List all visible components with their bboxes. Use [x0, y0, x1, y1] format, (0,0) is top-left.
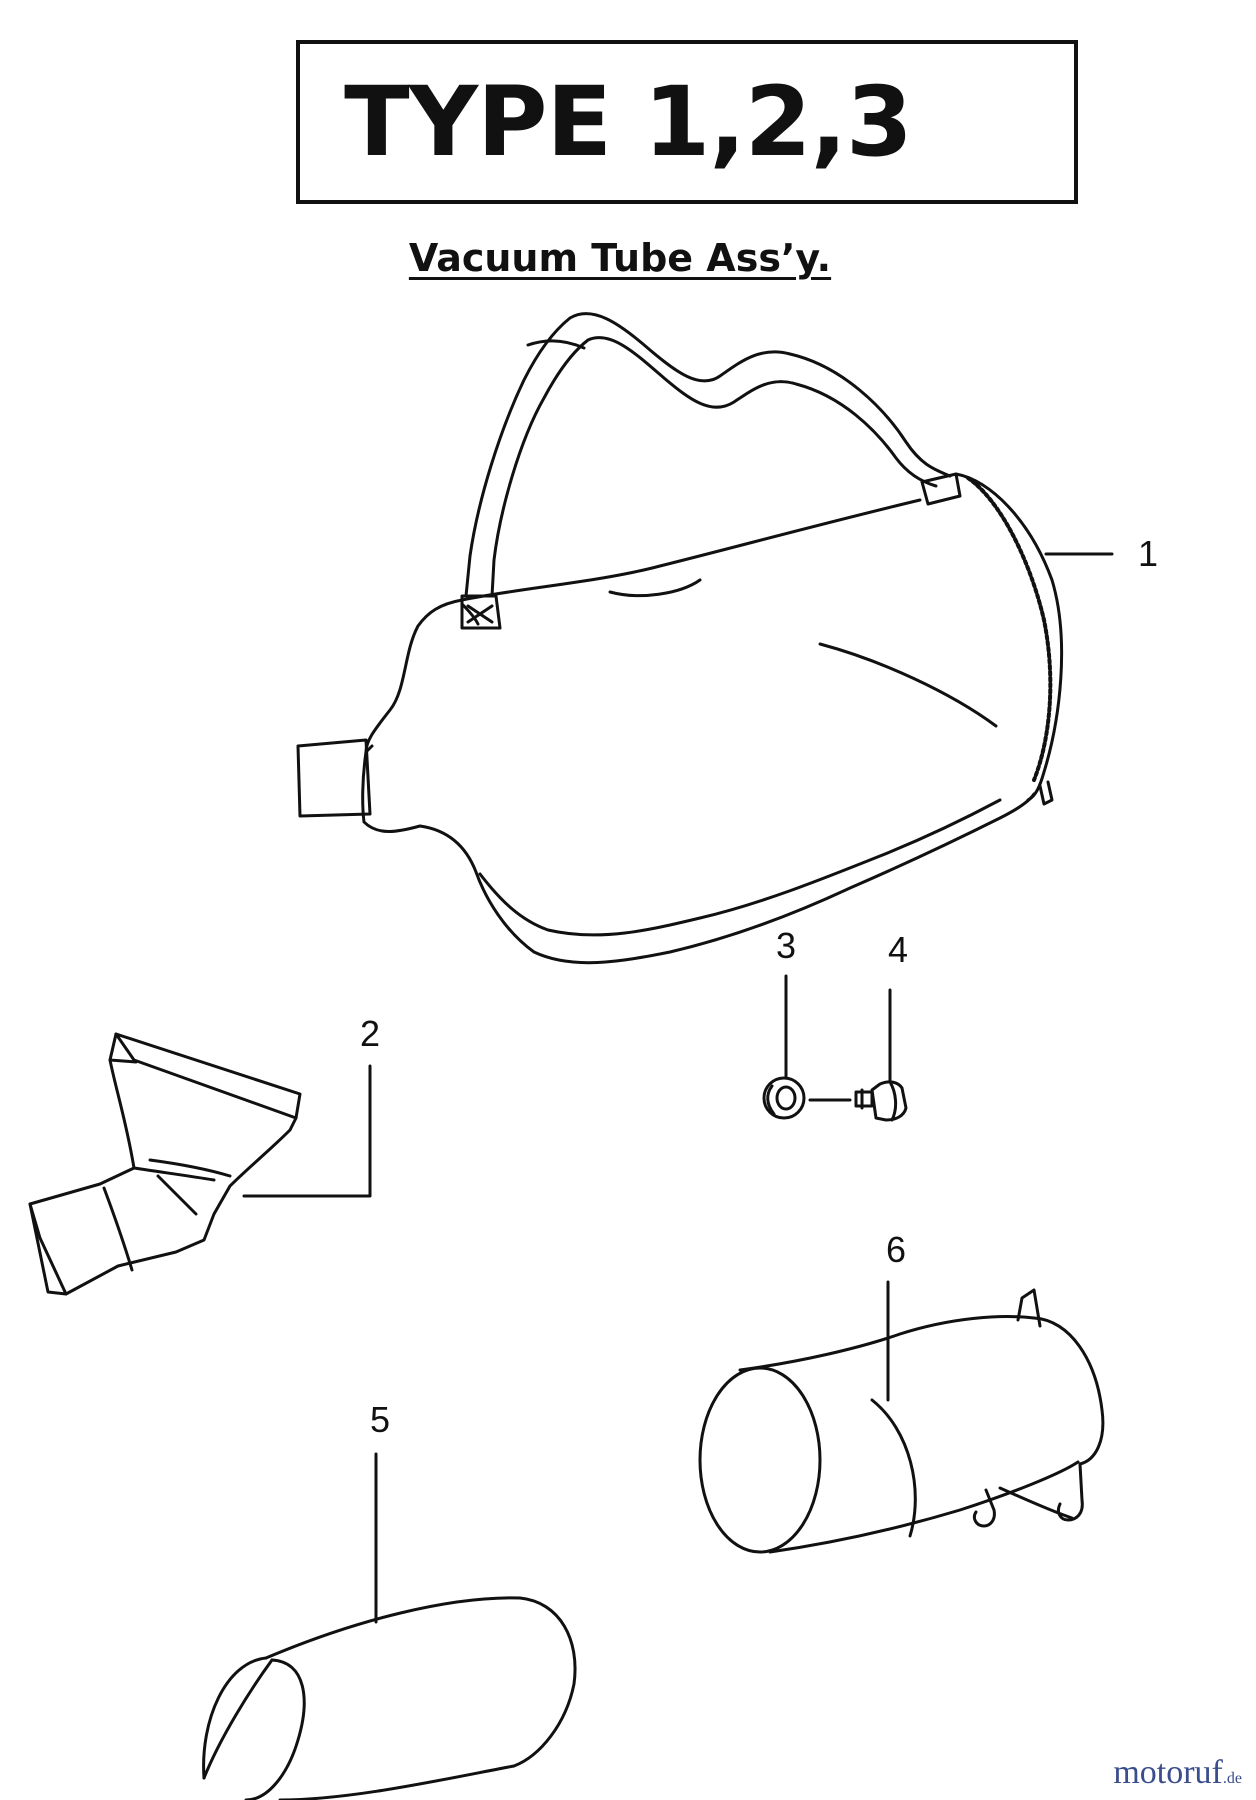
tube-with-clip-icon [698, 1288, 1105, 1554]
part-label-2: 2 [360, 1013, 380, 1054]
washer-icon [762, 1076, 806, 1120]
title-box: TYPE 1,2,3 [296, 40, 1078, 204]
tube-icon [202, 1596, 577, 1800]
part-label-3: 3 [776, 925, 796, 966]
screw-knob-icon [854, 1080, 908, 1122]
nozzle-adapter-icon [28, 1032, 302, 1296]
assembly-subtitle: Vacuum Tube Ass’y. [408, 236, 832, 280]
part-label-4: 4 [888, 929, 908, 970]
part-label-1: 1 [1138, 533, 1158, 574]
watermark-suffix: .de [1222, 1770, 1242, 1787]
page-title: TYPE 1,2,3 [344, 66, 913, 178]
part-label-5: 5 [370, 1399, 390, 1440]
watermark-logo: motoruf.de [1113, 1754, 1242, 1792]
part-label-6: 6 [886, 1229, 906, 1270]
watermark-brand: motoruf [1113, 1754, 1223, 1791]
collection-bag-icon [296, 312, 1064, 965]
leader-line-2 [242, 1064, 372, 1198]
